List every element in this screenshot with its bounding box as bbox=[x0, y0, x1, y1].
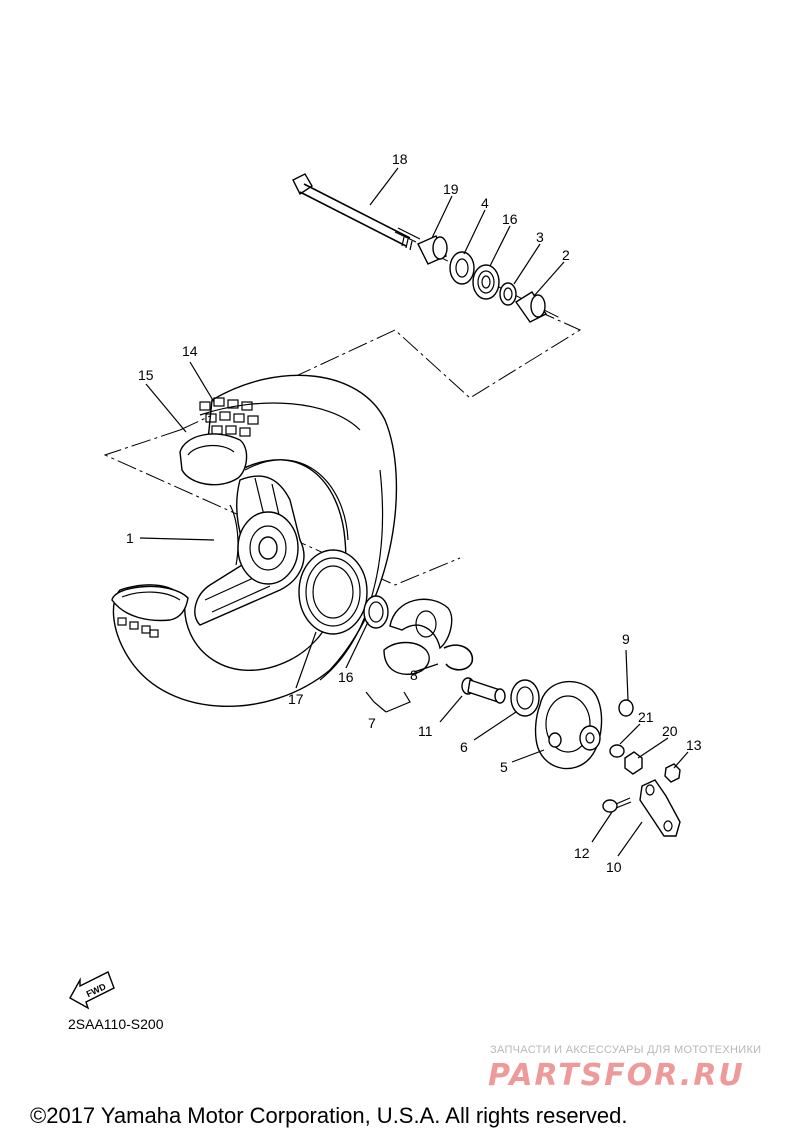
callout-12: 12 bbox=[574, 845, 590, 861]
callout-14: 14 bbox=[182, 343, 198, 359]
callout-8: 8 bbox=[410, 667, 418, 683]
camshaft-part bbox=[461, 677, 506, 704]
brake-shoe-part bbox=[383, 598, 453, 675]
callout-20: 20 bbox=[662, 723, 678, 739]
circlip-part bbox=[499, 282, 517, 306]
forward-direction-arrow: FWD bbox=[69, 971, 115, 1010]
spacer-collar-part bbox=[417, 235, 448, 265]
copyright-notice: ©2017 Yamaha Motor Corporation, U.S.A. A… bbox=[30, 1103, 628, 1128]
callout-6: 6 bbox=[460, 739, 468, 755]
callout-10: 10 bbox=[606, 859, 622, 875]
bearing-upper-part bbox=[472, 264, 500, 300]
wheel-hub-part bbox=[194, 475, 305, 626]
watermark-tagline: ЗАПЧАСТИ И АКСЕССУАРЫ ДЛЯ МОТОТЕХНИКИ bbox=[490, 1044, 762, 1056]
watermark-logo: PARTSFOR.RU bbox=[488, 1058, 745, 1093]
callout-1: 1 bbox=[126, 530, 134, 546]
callout-21: 21 bbox=[638, 709, 654, 725]
bearing-lower-part bbox=[363, 595, 389, 629]
callout-19: 19 bbox=[443, 181, 459, 197]
callout-13: 13 bbox=[686, 737, 702, 753]
spacer-part bbox=[515, 291, 548, 323]
nut-9-part bbox=[618, 699, 634, 717]
tire-part bbox=[111, 374, 398, 707]
callout-16-upper: 16 bbox=[502, 211, 518, 227]
leader-lines bbox=[139, 167, 689, 857]
oil-seal-part bbox=[449, 251, 475, 285]
callout-2: 2 bbox=[562, 247, 570, 263]
brake-drum-ring-part bbox=[298, 549, 368, 635]
callout-9: 9 bbox=[622, 631, 630, 647]
inner-tube-part bbox=[179, 433, 248, 486]
brake-shoe-plate-part bbox=[534, 680, 603, 770]
axle-part bbox=[292, 173, 421, 251]
callout-16-lower: 16 bbox=[338, 669, 354, 685]
brake-seal-part bbox=[510, 679, 540, 717]
brake-lever-part bbox=[639, 779, 681, 837]
nut-13-part bbox=[664, 763, 681, 783]
callout-4: 4 bbox=[481, 195, 489, 211]
callout-3: 3 bbox=[536, 229, 544, 245]
washer-part bbox=[609, 744, 625, 758]
diagram-code: 2SAA110-S200 bbox=[68, 1016, 164, 1032]
callout-17: 17 bbox=[288, 691, 304, 707]
bolt-part bbox=[602, 797, 632, 813]
callout-5: 5 bbox=[500, 759, 508, 775]
callout-15: 15 bbox=[138, 367, 154, 383]
nut-20-part bbox=[624, 751, 643, 775]
callout-18: 18 bbox=[392, 151, 408, 167]
callout-7: 7 bbox=[368, 715, 376, 731]
callout-11: 11 bbox=[418, 723, 433, 739]
part-callouts: 18 19 4 16 3 2 14 15 1 17 16 8 7 11 6 5 … bbox=[126, 151, 702, 875]
shoe-spring-part bbox=[443, 644, 474, 671]
